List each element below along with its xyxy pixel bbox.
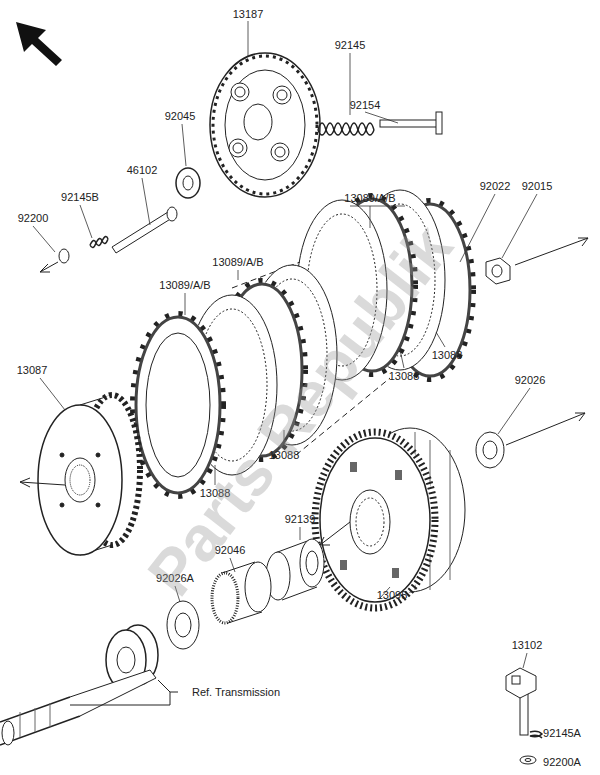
callout-number: 13088 — [432, 350, 463, 361]
callout-number: 13102 — [512, 640, 543, 651]
callout-number: 13089/A/B — [159, 280, 210, 291]
callout-number: 92022 — [480, 181, 511, 192]
callout-number: 13089/A/B — [344, 193, 395, 204]
callout-number: 92145A — [543, 728, 581, 739]
callout-number: 13187 — [233, 9, 264, 20]
callout-number: 92026 — [515, 375, 546, 386]
callout-number: 13088 — [389, 371, 420, 382]
callout-number: 13095 — [377, 590, 408, 601]
callout-number: 92139 — [285, 514, 316, 525]
callout-number: 92154 — [350, 100, 381, 111]
callout-number: 92045 — [165, 111, 196, 122]
callout-number: 92015 — [522, 181, 553, 192]
callout-number: 46102 — [127, 165, 158, 176]
callout-number: 13087 — [17, 365, 48, 376]
callout-number: 92145B — [61, 192, 99, 203]
callout-number: Ref. Transmission — [192, 687, 280, 698]
callout-number: 92200A — [543, 757, 581, 768]
callout-number: 92145 — [335, 40, 366, 51]
callout-number: 13089/A/B — [212, 257, 263, 268]
callout-number: 92200 — [18, 213, 49, 224]
